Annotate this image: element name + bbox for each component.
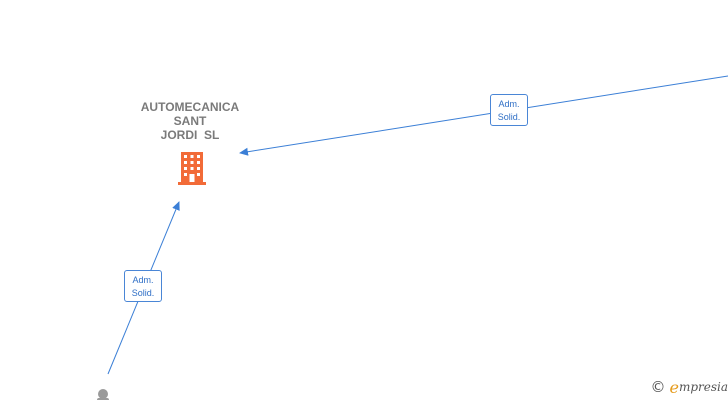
company-name-line-2: SANT — [173, 114, 207, 128]
brand-initial: e — [669, 377, 679, 397]
edge-label-top: Adm. Solid. — [490, 94, 528, 126]
edge-label-bottom-line-1: Adm. — [132, 275, 154, 285]
edge-label-top-line-1: Adm. — [498, 99, 520, 109]
copyright-symbol: © — [650, 378, 666, 396]
company-name-line-1: AUTOMECANICA — [140, 100, 240, 114]
empresia-watermark: © e mpresia — [650, 377, 728, 397]
edge-label-top-line-2: Solid. — [497, 112, 521, 122]
company-name-line-3: JORDI SL — [160, 128, 220, 142]
edge-label-bottom-line-2: Solid. — [131, 288, 155, 298]
building-icon[interactable] — [178, 152, 206, 185]
brand-name: mpresia — [678, 380, 728, 394]
company-name-label[interactable]: AUTOMECANICA SANT JORDI SL — [130, 100, 250, 142]
edge-line-from-right — [239, 75, 728, 156]
person-node-icon[interactable] — [97, 389, 109, 400]
edge-label-bottom: Adm. Solid. — [124, 270, 162, 302]
